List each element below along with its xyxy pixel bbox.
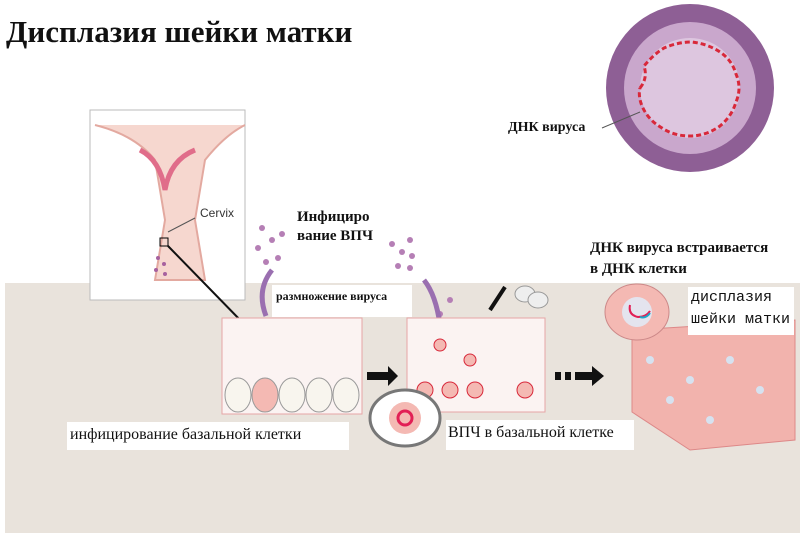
shedding-arrow [488, 285, 507, 312]
hpv-infection-line1: Инфициро [297, 209, 370, 225]
hpv-virus-particle [601, 4, 774, 172]
hpv-infection-label: Инфициро вание ВПЧ [297, 208, 373, 246]
arrow-right-icon [367, 366, 398, 386]
cervix-illustration [89, 109, 246, 326]
dysplasia-line2: шейки матки [691, 311, 791, 328]
dysplasia-line1: дисплазия [691, 289, 773, 306]
dysplastic-tissue [631, 319, 796, 451]
integrated-dna-cell-closeup [604, 283, 670, 341]
virus-dna-label: ДНК вируса [508, 120, 586, 135]
hpv-basal-cell-label: ВПЧ в базальной клетке [446, 420, 634, 450]
hpv-infection-line2: вание ВПЧ [297, 228, 373, 244]
dysplasia-label: дисплазия шейки матки [688, 287, 794, 335]
dna-integration-label: ДНК вируса встраивается в ДНК клетки [590, 238, 768, 280]
infected-cell-closeup [368, 388, 442, 448]
virus-replication-label: размножение вируса [272, 285, 412, 317]
infection-arrow [259, 268, 275, 317]
dna-integration-line1: ДНК вируса встраивается [590, 240, 769, 256]
page-title: Дисплазия шейки матки [6, 14, 353, 49]
epithelium-block-2 [406, 317, 546, 413]
basal-infection-label: инфицирование базальной клетки [67, 422, 349, 450]
dashed-arrow-right-icon [555, 366, 604, 386]
cervix-label: Cervix [200, 206, 235, 220]
epithelium-block-1 [221, 317, 363, 415]
dna-integration-line2: в ДНК клетки [590, 261, 687, 277]
